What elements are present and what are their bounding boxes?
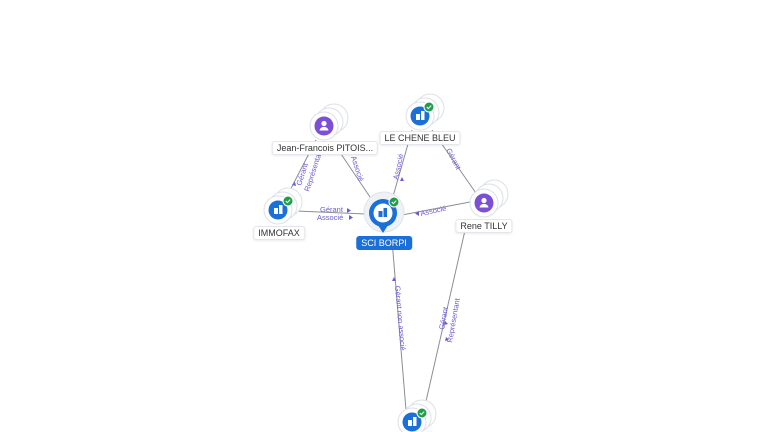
arrow-2 — [349, 215, 353, 220]
node-label-jean-francois[interactable]: Jean-Francois PITOIS... — [271, 141, 379, 155]
arrow-4 — [400, 177, 404, 181]
edge-label: Gérant — [444, 147, 463, 172]
building-icon — [402, 412, 422, 432]
node-immofax[interactable] — [263, 187, 303, 225]
building-icon — [410, 106, 430, 126]
arrow-3 — [415, 211, 419, 216]
node-label-le-chene-bleu[interactable]: LE CHENE BLEU — [379, 131, 461, 145]
building-icon — [268, 200, 288, 220]
arrow-5 — [392, 277, 396, 281]
check-badge-icon — [282, 195, 294, 207]
check-badge-icon — [416, 407, 428, 419]
edge-label: Associé — [391, 153, 405, 181]
arrow-6 — [444, 321, 448, 325]
arrow-7 — [445, 337, 449, 341]
node-label-sci-borpi[interactable]: SCI BORPI — [356, 236, 412, 250]
edge-immofax-borpi — [295, 210, 367, 215]
edge-label: Gérant non associé — [393, 285, 408, 351]
node-label-rene-tilly[interactable]: Rene TILLY — [455, 219, 513, 233]
edge-label: Associé — [420, 204, 448, 218]
node-le-chene-bleu[interactable] — [405, 93, 445, 131]
person-icon — [314, 116, 334, 136]
check-badge-icon — [388, 196, 400, 208]
node-jean-francois[interactable] — [309, 103, 349, 141]
node-rene-tilly[interactable] — [469, 179, 509, 218]
node-bottom-company[interactable] — [397, 399, 437, 432]
edge-label: Associé — [349, 155, 366, 183]
node-label-immofax[interactable]: IMMOFAX — [253, 226, 305, 240]
edge-label: Associé — [317, 213, 343, 222]
edge-label: Gérant — [437, 305, 450, 330]
arrowheads — [292, 177, 449, 341]
building-icon — [373, 203, 393, 223]
edge-label: Gérant — [320, 205, 344, 214]
edge-rene-borpi — [401, 201, 471, 216]
check-badge-icon — [423, 101, 435, 113]
node-sci-borpi[interactable] — [363, 191, 405, 233]
arrow-1 — [347, 208, 351, 213]
edge-rene-bottom — [423, 225, 467, 411]
edge-borpi-bottom — [391, 239, 407, 411]
person-icon — [474, 193, 494, 213]
arrow-8 — [292, 182, 296, 186]
